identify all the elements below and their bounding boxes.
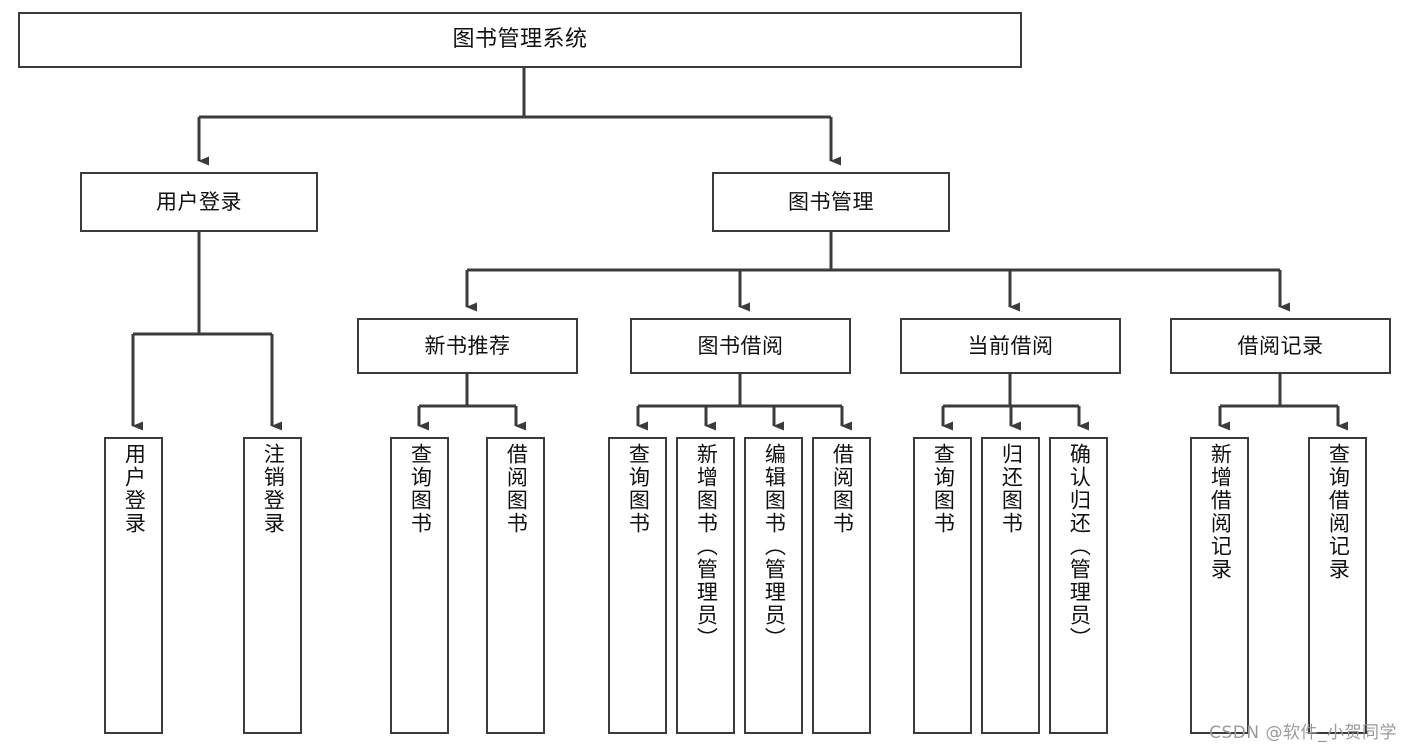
leaf-confirm-return-admin[interactable]: 确认归还（管理员） [1049,437,1108,734]
leaf-query-book-current[interactable]: 查询图书 [913,437,972,734]
node-user-login[interactable]: 用户登录 [80,172,318,232]
node-root-system[interactable]: 图书管理系统 [18,12,1022,68]
node-label: 借阅图书 [504,443,529,535]
node-label: 查询图书 [626,443,651,535]
leaf-query-book-new[interactable]: 查询图书 [390,437,449,734]
node-label: 新增借阅记录 [1208,443,1233,581]
node-label: 归还图书 [999,443,1024,535]
node-label: 用户登录 [156,189,242,214]
leaf-query-borrow-record[interactable]: 查询借阅记录 [1308,437,1367,734]
leaf-query-book-borrow[interactable]: 查询图书 [608,437,667,734]
node-label: 查询图书 [408,443,433,535]
node-label: 图书管理系统 [452,27,588,53]
node-label: 当前借阅 [967,333,1054,358]
node-label: 新增图书（管理员） [694,443,719,650]
node-label: 注销登录 [261,443,286,535]
node-borrow-records[interactable]: 借阅记录 [1170,318,1391,374]
watermark: CSDN @软件_小贺同学 [1209,723,1397,743]
node-label: 用户登录 [122,443,147,535]
node-label: 借阅图书 [830,443,855,535]
leaf-edit-book-admin[interactable]: 编辑图书（管理员） [744,437,803,734]
leaf-return-book[interactable]: 归还图书 [981,437,1040,734]
node-label: 编辑图书（管理员） [762,443,787,650]
node-label: 图书借阅 [697,333,784,358]
node-label: 新书推荐 [424,333,511,358]
leaf-logout[interactable]: 注销登录 [243,437,302,734]
node-book-borrow[interactable]: 图书借阅 [630,318,851,374]
leaf-add-borrow-record[interactable]: 新增借阅记录 [1190,437,1249,734]
node-label: 确认归还（管理员） [1067,443,1092,650]
leaf-borrow-book-new[interactable]: 借阅图书 [486,437,545,734]
leaf-add-book-admin[interactable]: 新增图书（管理员） [676,437,735,734]
node-current-borrow[interactable]: 当前借阅 [900,318,1121,374]
node-label: 查询借阅记录 [1326,443,1351,581]
node-label: 借阅记录 [1237,333,1324,358]
leaf-borrow-book[interactable]: 借阅图书 [812,437,871,734]
node-new-book-recommend[interactable]: 新书推荐 [357,318,578,374]
node-label: 查询图书 [931,443,956,535]
node-label: 图书管理 [788,189,874,214]
node-book-management[interactable]: 图书管理 [712,172,950,232]
leaf-user-login[interactable]: 用户登录 [104,437,163,734]
